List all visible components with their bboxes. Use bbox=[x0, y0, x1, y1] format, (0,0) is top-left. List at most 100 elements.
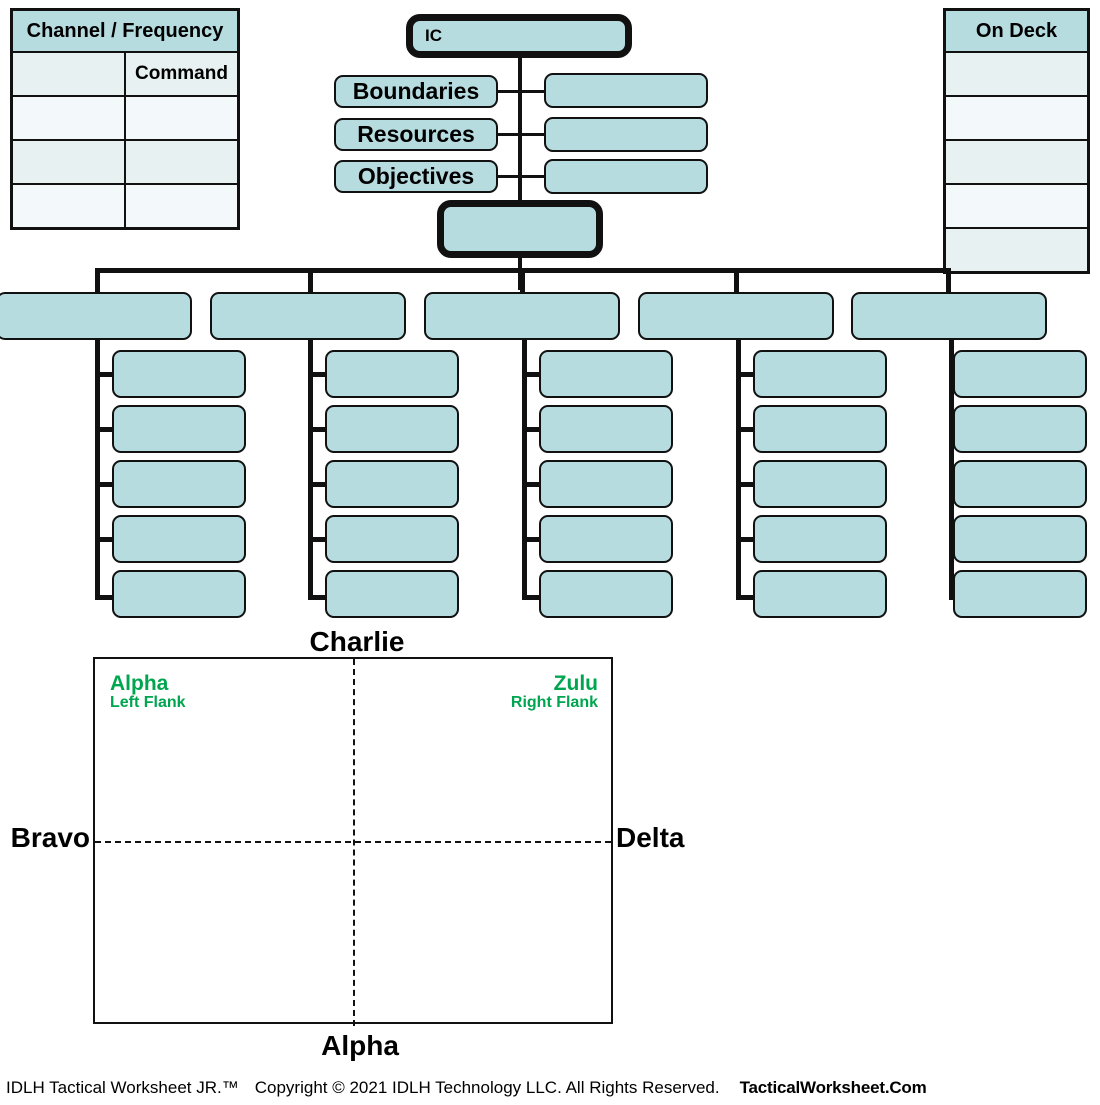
unit-box-5-5[interactable] bbox=[953, 570, 1087, 618]
channel-cell[interactable] bbox=[10, 183, 126, 230]
unit-box-2-2[interactable] bbox=[325, 405, 459, 453]
division-box-5[interactable] bbox=[851, 292, 1047, 340]
on-deck-header: On Deck bbox=[943, 8, 1090, 53]
unit-stub bbox=[95, 537, 117, 542]
division-leg-connector bbox=[946, 268, 951, 292]
on-deck-cell[interactable] bbox=[943, 139, 1090, 185]
unit-stub bbox=[522, 595, 544, 600]
objectives-value-box[interactable] bbox=[544, 159, 708, 194]
on-deck-table: On Deck bbox=[943, 8, 1090, 274]
table-header-row: Channel / Frequency bbox=[10, 8, 240, 53]
unit-stub bbox=[308, 537, 330, 542]
unit-box-3-2[interactable] bbox=[539, 405, 673, 453]
unit-box-4-1[interactable] bbox=[753, 350, 887, 398]
tactical-grid[interactable]: Alpha Left Flank Zulu Right Flank bbox=[93, 657, 613, 1026]
grid-horizontal-divider bbox=[95, 840, 611, 843]
unit-box-2-1[interactable] bbox=[325, 350, 459, 398]
unit-box-5-4[interactable] bbox=[953, 515, 1087, 563]
page-footer: IDLH Tactical Worksheet JR.™ Copyright ©… bbox=[0, 1071, 1100, 1105]
unit-stub bbox=[95, 427, 117, 432]
quadrant-zulu-name: Zulu bbox=[553, 672, 598, 695]
channel-cell[interactable] bbox=[10, 95, 126, 141]
resources-label-box: Resources bbox=[334, 118, 498, 151]
unit-box-2-3[interactable] bbox=[325, 460, 459, 508]
operations-box[interactable] bbox=[437, 200, 603, 258]
command-cell[interactable] bbox=[124, 183, 240, 230]
channel-frequency-header: Channel / Frequency bbox=[10, 8, 240, 53]
unit-stub bbox=[522, 372, 544, 377]
table-row bbox=[943, 183, 1090, 229]
division-spine-4 bbox=[736, 338, 741, 600]
unit-box-4-5[interactable] bbox=[753, 570, 887, 618]
division-box-4[interactable] bbox=[638, 292, 834, 340]
table-row bbox=[943, 51, 1090, 97]
unit-box-2-5[interactable] bbox=[325, 570, 459, 618]
on-deck-cell[interactable] bbox=[943, 51, 1090, 97]
unit-box-1-2[interactable] bbox=[112, 405, 246, 453]
unit-box-1-5[interactable] bbox=[112, 570, 246, 618]
unit-box-5-3[interactable] bbox=[953, 460, 1087, 508]
on-deck-cell[interactable] bbox=[943, 95, 1090, 141]
objectives-connector bbox=[494, 175, 554, 178]
unit-stub bbox=[522, 537, 544, 542]
boundaries-value-box[interactable] bbox=[544, 73, 708, 108]
quadrant-zulu-sub: Right Flank bbox=[510, 694, 598, 712]
channel-cell[interactable] bbox=[10, 139, 126, 185]
grid-label-bravo: Bravo bbox=[10, 822, 90, 853]
division-box-2[interactable] bbox=[210, 292, 406, 340]
table-row bbox=[10, 139, 240, 185]
command-cell[interactable]: Command bbox=[124, 51, 240, 97]
on-deck-cell[interactable] bbox=[943, 183, 1090, 229]
on-deck-cell[interactable] bbox=[943, 227, 1090, 274]
unit-box-1-3[interactable] bbox=[112, 460, 246, 508]
unit-box-1-1[interactable] bbox=[112, 350, 246, 398]
division-leg-connector bbox=[520, 268, 525, 292]
unit-stub bbox=[736, 427, 758, 432]
unit-stub bbox=[736, 595, 758, 600]
footer-copyright: Copyright © 2021 IDLH Technology LLC. Al… bbox=[254, 1078, 720, 1097]
table-row: Command bbox=[10, 51, 240, 97]
unit-box-3-3[interactable] bbox=[539, 460, 673, 508]
command-cell[interactable] bbox=[124, 139, 240, 185]
unit-box-5-1[interactable] bbox=[953, 350, 1087, 398]
unit-box-1-4[interactable] bbox=[112, 515, 246, 563]
division-spine-1 bbox=[95, 338, 100, 600]
table-row bbox=[10, 183, 240, 230]
unit-box-4-3[interactable] bbox=[753, 460, 887, 508]
unit-stub bbox=[522, 482, 544, 487]
ic-box[interactable]: IC bbox=[406, 14, 632, 58]
division-leg-connector bbox=[308, 268, 313, 292]
resources-connector bbox=[494, 133, 554, 136]
table-header-row: On Deck bbox=[943, 8, 1090, 53]
table-row bbox=[943, 95, 1090, 141]
unit-box-2-4[interactable] bbox=[325, 515, 459, 563]
unit-box-3-1[interactable] bbox=[539, 350, 673, 398]
unit-stub bbox=[95, 595, 117, 600]
resources-value-box[interactable] bbox=[544, 117, 708, 152]
channel-frequency-table: Channel / Frequency Command bbox=[10, 8, 240, 230]
unit-box-3-5[interactable] bbox=[539, 570, 673, 618]
grid-label-alpha: Alpha bbox=[321, 1030, 399, 1061]
division-box-3[interactable] bbox=[424, 292, 620, 340]
unit-stub bbox=[308, 372, 330, 377]
quadrant-alpha-sub: Left Flank bbox=[110, 694, 186, 712]
division-box-1[interactable] bbox=[0, 292, 192, 340]
unit-box-5-2[interactable] bbox=[953, 405, 1087, 453]
boundaries-connector bbox=[494, 90, 554, 93]
quadrant-label-alpha: Alpha Left Flank bbox=[110, 672, 186, 712]
footer-brand[interactable]: TacticalWorksheet.Com bbox=[739, 1078, 927, 1097]
unit-box-3-4[interactable] bbox=[539, 515, 673, 563]
unit-box-4-4[interactable] bbox=[753, 515, 887, 563]
channel-cell[interactable] bbox=[10, 51, 126, 97]
unit-stub bbox=[736, 482, 758, 487]
unit-stub bbox=[95, 372, 117, 377]
division-leg-connector bbox=[95, 268, 100, 292]
channel-frequency-table-wrap: Channel / Frequency Command bbox=[10, 8, 240, 230]
command-cell[interactable] bbox=[124, 95, 240, 141]
unit-stub bbox=[736, 537, 758, 542]
unit-stub bbox=[308, 427, 330, 432]
unit-box-4-2[interactable] bbox=[753, 405, 887, 453]
unit-stub bbox=[95, 482, 117, 487]
table-row bbox=[10, 95, 240, 141]
